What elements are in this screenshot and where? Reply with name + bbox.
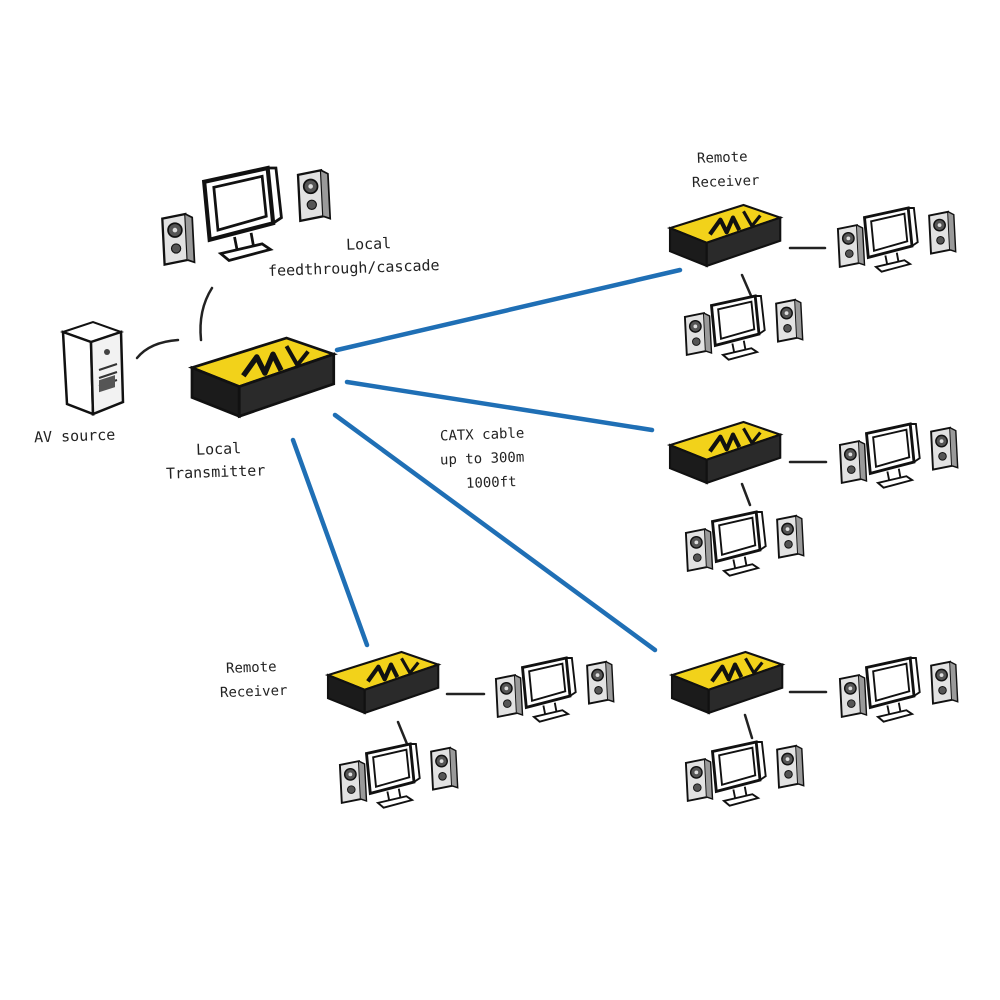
remote-receiver-left-label-1: Remote [225, 659, 277, 677]
feedthrough-label-1: Local [345, 234, 392, 254]
remote-receiver-top-label-2: Receiver [691, 172, 760, 192]
remote-workstation [686, 512, 804, 576]
av-extender-box-icon [192, 338, 334, 416]
remote-workstation [840, 424, 958, 488]
remote-receiver-top-label-1: Remote [696, 149, 748, 167]
monitor-icon [204, 168, 281, 260]
av-extender-box-icon [672, 652, 782, 713]
av-connectors [135, 246, 828, 746]
av-extender-box-icon [328, 652, 438, 713]
cable-to-receiver-3 [332, 412, 658, 653]
av-extender-box-icon [670, 422, 780, 483]
cable-to-receiver-1 [334, 267, 683, 353]
speaker-icon [296, 169, 332, 223]
cable-to-receiver-2 [344, 379, 655, 433]
speaker-icon [161, 212, 196, 266]
cable-label-1: CATX cable [439, 425, 525, 445]
av-extender-box-icon [670, 205, 780, 266]
remote-workstation [686, 742, 804, 806]
cable-label-2: up to 300m [439, 449, 525, 469]
remote-receiver-left-label-2: Receiver [219, 682, 288, 702]
remote-workstation [840, 658, 958, 722]
remote-workstation [496, 658, 614, 722]
local-transmitter-label-1: Local [195, 439, 242, 459]
cable-label-3: 1000ft [465, 474, 517, 492]
local-transmitter-label-2: Transmitter [165, 461, 266, 483]
cable-to-receiver-4 [290, 437, 370, 648]
pc-tower-icon [61, 320, 125, 416]
remote-workstation [838, 208, 956, 272]
remote-workstation [685, 296, 803, 360]
local-workstation [161, 168, 332, 266]
cat-cables [290, 267, 683, 653]
av-source-label: AV source [33, 425, 116, 447]
remote-workstation [340, 744, 458, 808]
